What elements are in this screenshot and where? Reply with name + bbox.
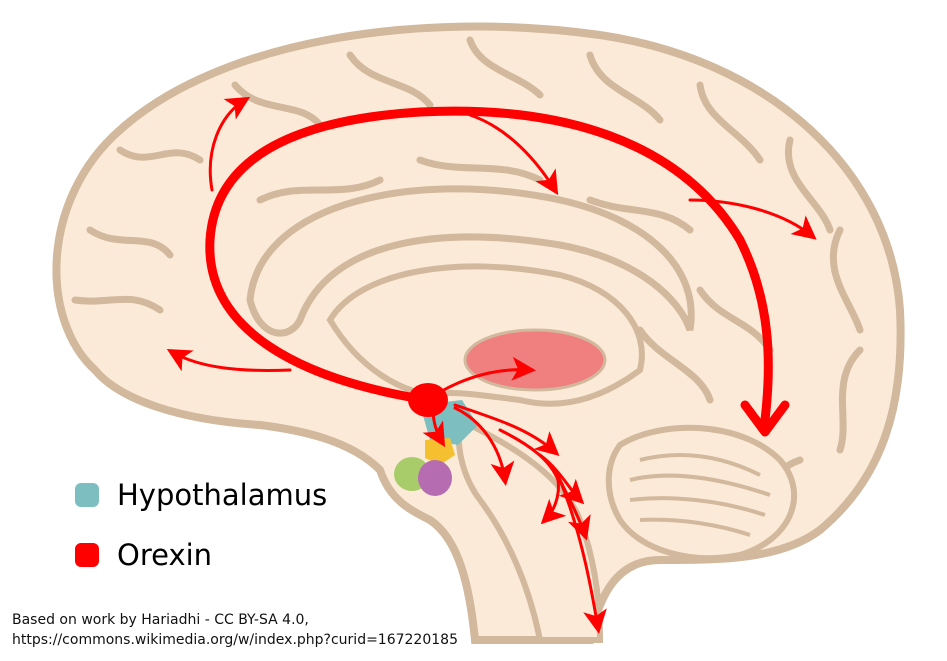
orexin-branch-parietal [468, 113, 559, 196]
cerebellum [605, 424, 798, 561]
orexin-branch-medulla-2 [553, 468, 591, 541]
orexin-main-arc [205, 106, 773, 425]
orexin-branch-thalamus [438, 356, 536, 394]
corpus-callosum [246, 185, 695, 337]
orexin-branch-midbrain [453, 406, 515, 486]
orexin-neuron-cluster [408, 383, 448, 417]
legend-hypothalamus-swatch [75, 483, 99, 507]
legend-orexin: Orexin [75, 538, 212, 572]
legend-orexin-swatch [75, 543, 99, 567]
orexin-branch-medulla-1 [538, 453, 585, 505]
thalamus [463, 328, 607, 392]
credit-line-1: Based on work by Hariadhi - CC BY-SA 4.0… [12, 612, 309, 628]
legend-hypothalamus: Hypothalamus [75, 478, 327, 512]
orexin-branch-frontal-top [208, 96, 251, 192]
pituitary-posterior [418, 460, 452, 496]
orexin-projections [166, 96, 817, 634]
cerebellum-folia [629, 453, 771, 537]
orexin-main-arrowhead [740, 400, 790, 437]
orexin-branch-occipital [688, 198, 817, 240]
orexin-branch-pons-2 [498, 428, 567, 525]
orexin-branch-frontal [166, 349, 292, 372]
legend-orexin-label: Orexin [117, 538, 213, 572]
orexin-branch-pons-1 [453, 403, 560, 456]
orexin-branch-spinal [558, 478, 607, 634]
credit-line-2: https://commons.wikimedia.org/w/index.ph… [12, 632, 458, 648]
legend-hypothalamus-label: Hypothalamus [117, 478, 328, 512]
